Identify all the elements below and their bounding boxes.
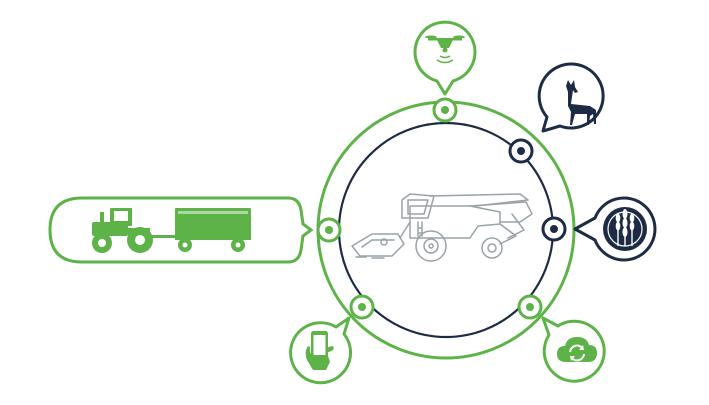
node-crop: [573, 196, 657, 262]
deer-icon: [566, 80, 596, 125]
combine-harvester-icon: [351, 193, 533, 262]
outer-green-ring: [316, 100, 576, 360]
connector-drone: [432, 97, 458, 123]
connector-crop: [541, 216, 567, 242]
hub-rings: [316, 100, 576, 360]
connector-mobile: [349, 294, 375, 320]
node-mobile: [289, 316, 352, 385]
drone-icon: [425, 35, 465, 64]
node-drone: [413, 20, 477, 96]
connector-cloud-sync: [517, 294, 543, 320]
connector-tractor: [316, 217, 342, 243]
node-wildlife: [537, 62, 605, 133]
wheat-icon: [615, 209, 635, 246]
node-tractor-trailer: [48, 196, 314, 264]
ring-connectors: [316, 97, 567, 320]
node-cloud-sync: [541, 316, 606, 383]
smartphone-hand-icon: [305, 331, 334, 370]
connector-wildlife: [508, 138, 534, 164]
cloud-sync-icon: [557, 337, 597, 362]
tractor-with-trailer-icon: [92, 208, 251, 253]
